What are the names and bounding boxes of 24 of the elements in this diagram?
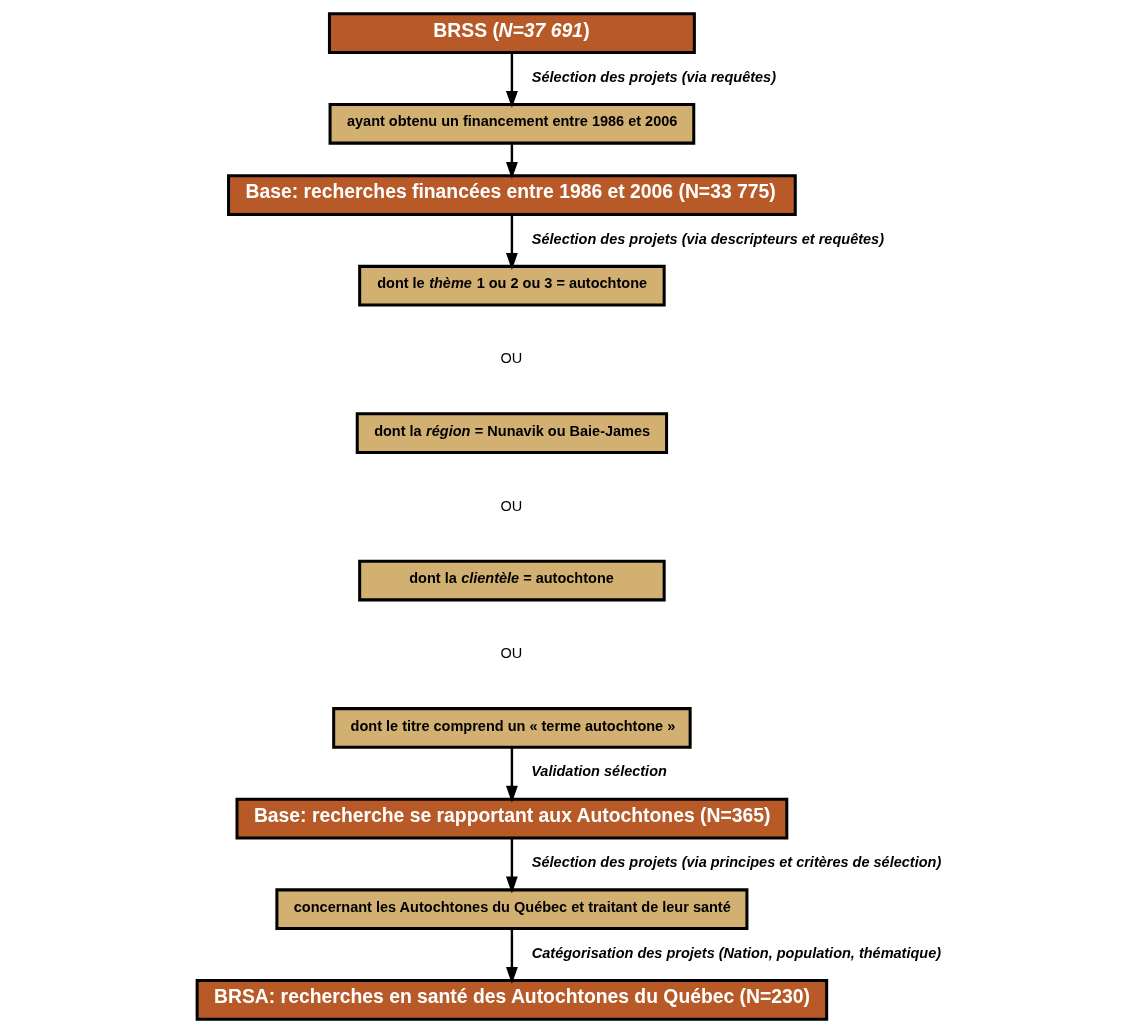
node-box: dont la clientèle = autochtone	[358, 559, 666, 601]
node-box: dont le titre comprend un « terme autochtone »	[332, 706, 692, 749]
node-box: BRSS (N=37 691)	[327, 11, 696, 54]
label: OU	[500, 497, 523, 514]
arrow	[505, 928, 518, 984]
arrow	[505, 214, 518, 270]
node-box: dont le thème 1 ou 2 ou 3 = autochtone	[358, 264, 666, 307]
node-box: ayant obtenu un financement entre 1986 et 2006	[328, 102, 696, 145]
node-box: Base: recherches financées entre 1986 et 2006 (N=33 775)	[227, 173, 797, 216]
label: OU	[500, 644, 523, 661]
edge-label: Catégorisation des projets (Nation, population, thématique)	[531, 944, 942, 961]
label: OU	[500, 349, 523, 366]
edge-label: Sélection des projets (via requêtes)	[531, 68, 777, 85]
node-box: concernant les Autochtones du Québec et traitant de leur santé	[275, 887, 749, 930]
arrow	[505, 142, 518, 179]
edge-label: Validation sélection	[531, 762, 667, 779]
edge-label: Sélection des projets (via principes et critères de sélection)	[531, 853, 942, 870]
arrow	[505, 837, 518, 893]
edge-label: Sélection des projets (via descripteurs et requêtes)	[531, 230, 884, 247]
arrow	[505, 746, 518, 803]
node-box: dont la région = Nunavik ou Baie-James	[355, 411, 669, 454]
arrow	[505, 52, 518, 108]
node-box: Base: recherche se rapportant aux Autochtones (N=365)	[235, 797, 789, 839]
node-box: BRSA: recherches en santé des Autochtones du Québec (N=230)	[195, 978, 829, 1021]
